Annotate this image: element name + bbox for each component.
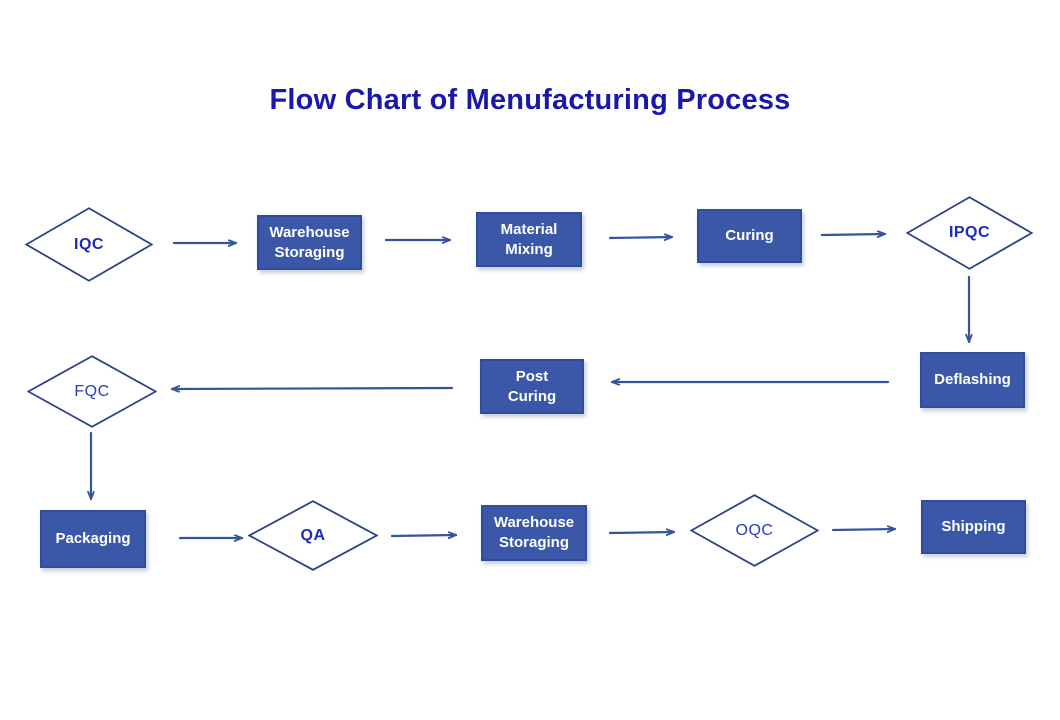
node-deflashing: Deflashing xyxy=(920,352,1025,408)
node-shipping: Shipping xyxy=(921,500,1026,554)
node-post-curing: Post Curing xyxy=(480,359,584,414)
diamond-shape xyxy=(25,207,153,282)
node-curing: Curing xyxy=(697,209,802,263)
node-label-iqc: IQC xyxy=(74,235,104,253)
node-oqc: OQC xyxy=(690,494,819,567)
node-warehouse-storaging-2: Warehouse Storaging xyxy=(481,505,587,561)
node-label-deflashing: Deflashing xyxy=(934,371,1011,389)
arrow-post-curing-to-fqc xyxy=(170,388,454,389)
node-label-fqc: FQC xyxy=(74,382,110,400)
node-label-material-mixing: Material Mixing xyxy=(500,220,558,258)
node-label-oqc: OQC xyxy=(735,521,774,539)
node-label-warehouse-storaging-2: Warehouse Storaging xyxy=(493,514,575,551)
node-packaging: Packaging xyxy=(40,510,146,568)
node-warehouse-storaging-1: Warehouse Storaging xyxy=(257,215,362,270)
page-title: Flow Chart of Menufacturing Process xyxy=(269,84,791,116)
arrow-oqc-to-shipping xyxy=(831,529,897,530)
node-fqc: FQC xyxy=(27,355,157,428)
node-label-ipqc: IPQC xyxy=(948,224,991,241)
diamond-shape xyxy=(248,500,378,571)
node-label-qa: QA xyxy=(300,526,326,544)
node-label-curing: Curing xyxy=(725,227,774,245)
node-ipqc: IPQC xyxy=(906,196,1033,270)
diamond-shape xyxy=(906,196,1033,270)
node-label-shipping: Shipping xyxy=(941,518,1006,536)
arrow-warehouse-storaging-2-to-oqc xyxy=(608,532,676,533)
arrow-material-mixing-to-curing xyxy=(608,237,674,238)
arrow-qa-to-warehouse-storaging-2 xyxy=(390,535,458,536)
node-label-warehouse-storaging-1: Warehouse Storaging xyxy=(269,223,350,261)
node-label-packaging: Packaging xyxy=(55,530,131,548)
node-qa: QA xyxy=(248,500,378,571)
diamond-shape xyxy=(27,355,157,428)
diamond-shape xyxy=(690,494,819,567)
node-material-mixing: Material Mixing xyxy=(476,212,582,267)
arrow-curing-to-ipqc xyxy=(820,234,887,235)
node-iqc: IQC xyxy=(25,207,153,282)
node-label-post-curing: Post Curing xyxy=(507,367,557,405)
